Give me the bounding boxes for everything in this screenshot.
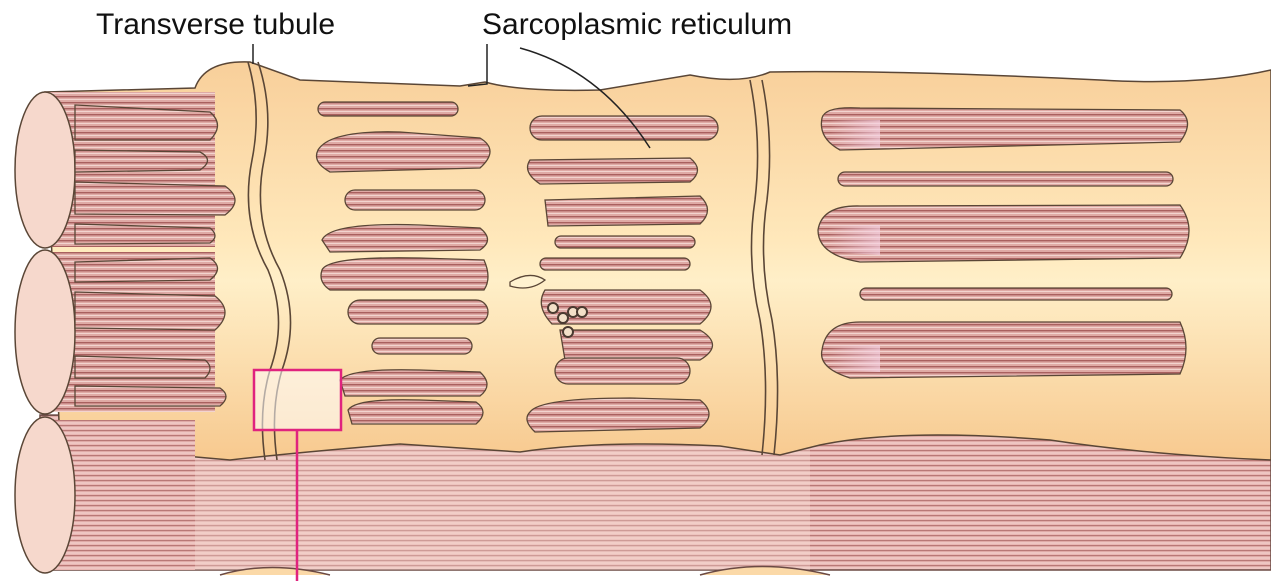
fiber-end-middle	[15, 250, 75, 414]
fiber-end-bottom	[15, 417, 75, 573]
label-sarcoplasmic-reticulum: Sarcoplasmic reticulum	[482, 8, 792, 42]
label-transverse-tubule: Transverse tubule	[96, 8, 335, 42]
fiber-end-top	[15, 92, 75, 248]
leader-sarcoplasmic-reticulum-1	[468, 44, 487, 86]
